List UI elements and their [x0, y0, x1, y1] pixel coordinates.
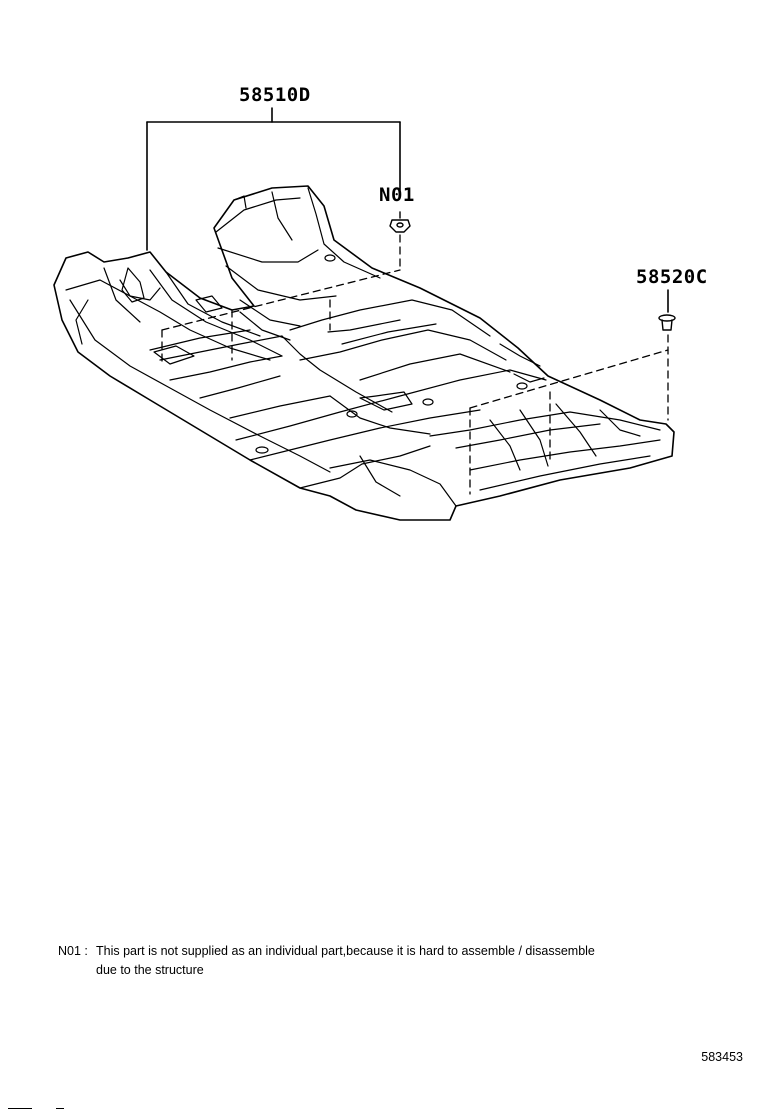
- scan-mark: [8, 1108, 32, 1109]
- footnote-code: N01 :: [58, 944, 88, 958]
- carpet-holes: [255, 254, 528, 454]
- clip-58520c-icon: [658, 314, 676, 331]
- carpet-contours: [65, 187, 661, 507]
- scan-mark: [56, 1108, 64, 1109]
- footnote-text-2: due to the structure: [96, 963, 204, 977]
- footnote-line-1: N01 : This part is not supplied as an ind…: [58, 942, 738, 961]
- callout-n01: N01: [379, 184, 415, 206]
- callout-58520c: 58520C: [636, 266, 708, 288]
- installation-dashes: [161, 234, 669, 495]
- illustration-id: 583453: [701, 1050, 743, 1064]
- nut-n01-icon: [389, 211, 411, 233]
- footnote: N01 : This part is not supplied as an ind…: [58, 942, 738, 980]
- callout-58510d: 58510D: [239, 84, 311, 106]
- footnote-text-1: This part is not supplied as an individu…: [96, 944, 595, 958]
- leader-58510d: [146, 107, 401, 251]
- floor-carpet-diagram: [53, 107, 676, 521]
